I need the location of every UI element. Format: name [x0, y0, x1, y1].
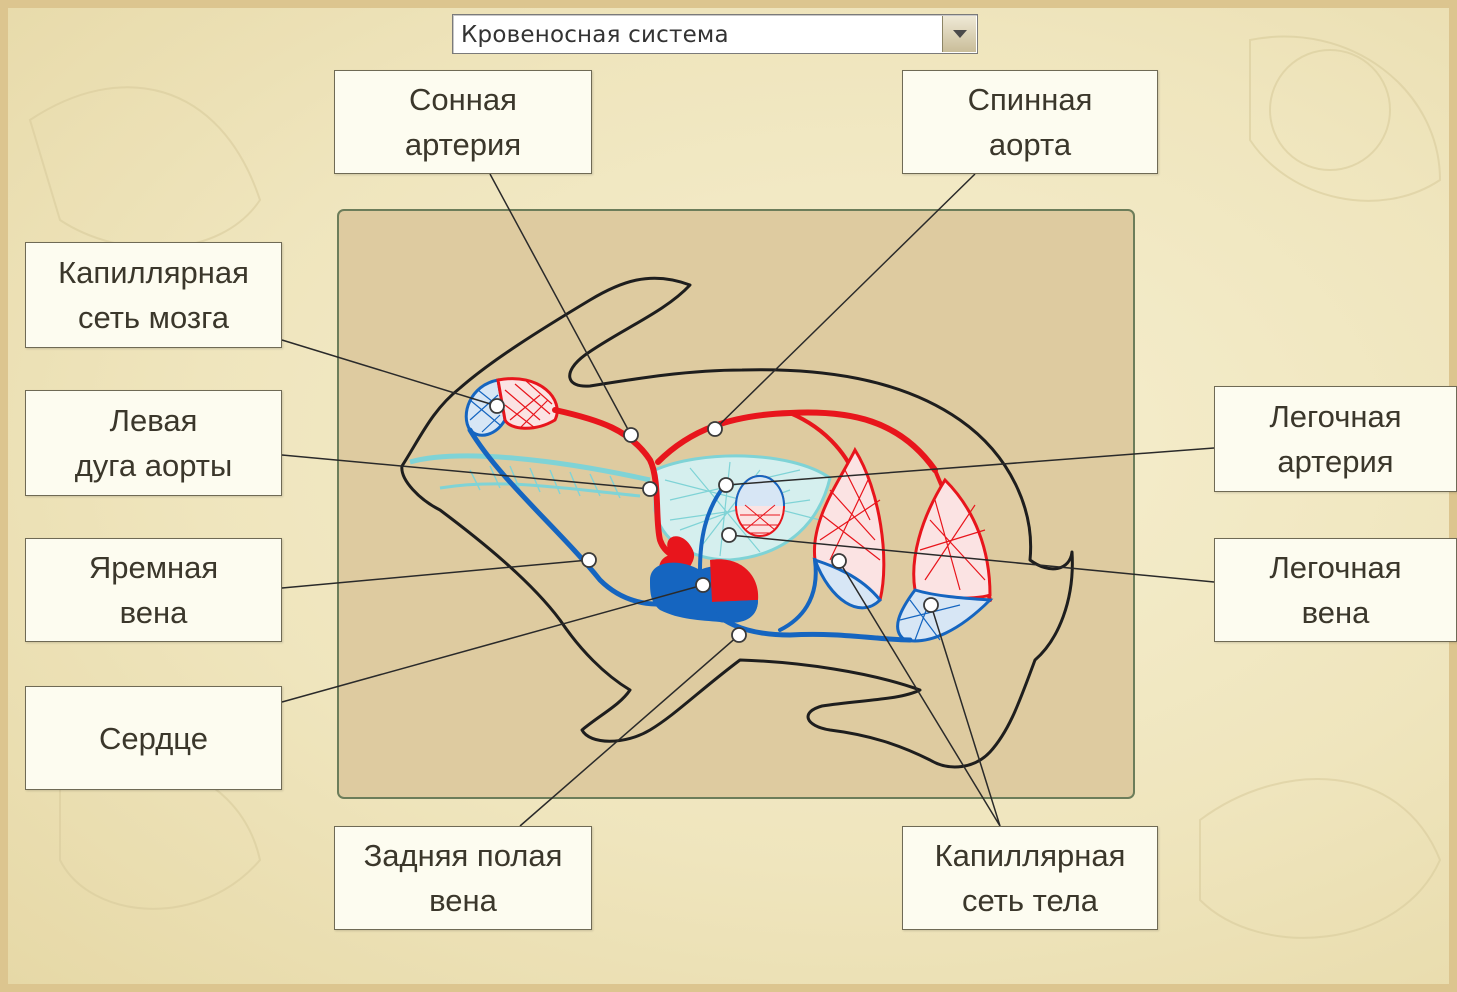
marker-dorsal-aorta [708, 422, 722, 436]
label-jugular-vein[interactable]: Яремная вена [25, 538, 282, 642]
marker-body-capillaries-2 [924, 598, 938, 612]
marker-pulmonary-artery [719, 478, 733, 492]
marker-pulmonary-vein [722, 528, 736, 542]
marker-jugular-vein [582, 553, 596, 567]
label-pulmonary-artery[interactable]: Легочная артерия [1214, 386, 1457, 492]
label-heart[interactable]: Сердце [25, 686, 282, 790]
marker-posterior-vena-cava [732, 628, 746, 642]
brain-capillary-network [466, 379, 557, 436]
label-pulmonary-vein[interactable]: Легочная вена [1214, 538, 1457, 642]
pulmonary-artery-region [736, 476, 784, 536]
label-body-capillaries[interactable]: Капиллярная сеть тела [902, 826, 1158, 930]
label-dorsal-aorta[interactable]: Спинная аорта [902, 70, 1158, 174]
label-left-aortic-arch[interactable]: Левая дуга аорты [25, 390, 282, 496]
marker-body-capillaries-1 [832, 554, 846, 568]
label-brain-capillaries[interactable]: Капиллярная сеть мозга [25, 242, 282, 348]
marker-carotid-artery [624, 428, 638, 442]
label-posterior-vena-cava[interactable]: Задняя полая вена [334, 826, 592, 930]
marker-brain-capillaries [490, 399, 504, 413]
marker-heart [696, 578, 710, 592]
marker-left-aortic-arch [643, 482, 657, 496]
label-carotid-artery[interactable]: Сонная артерия [334, 70, 592, 174]
